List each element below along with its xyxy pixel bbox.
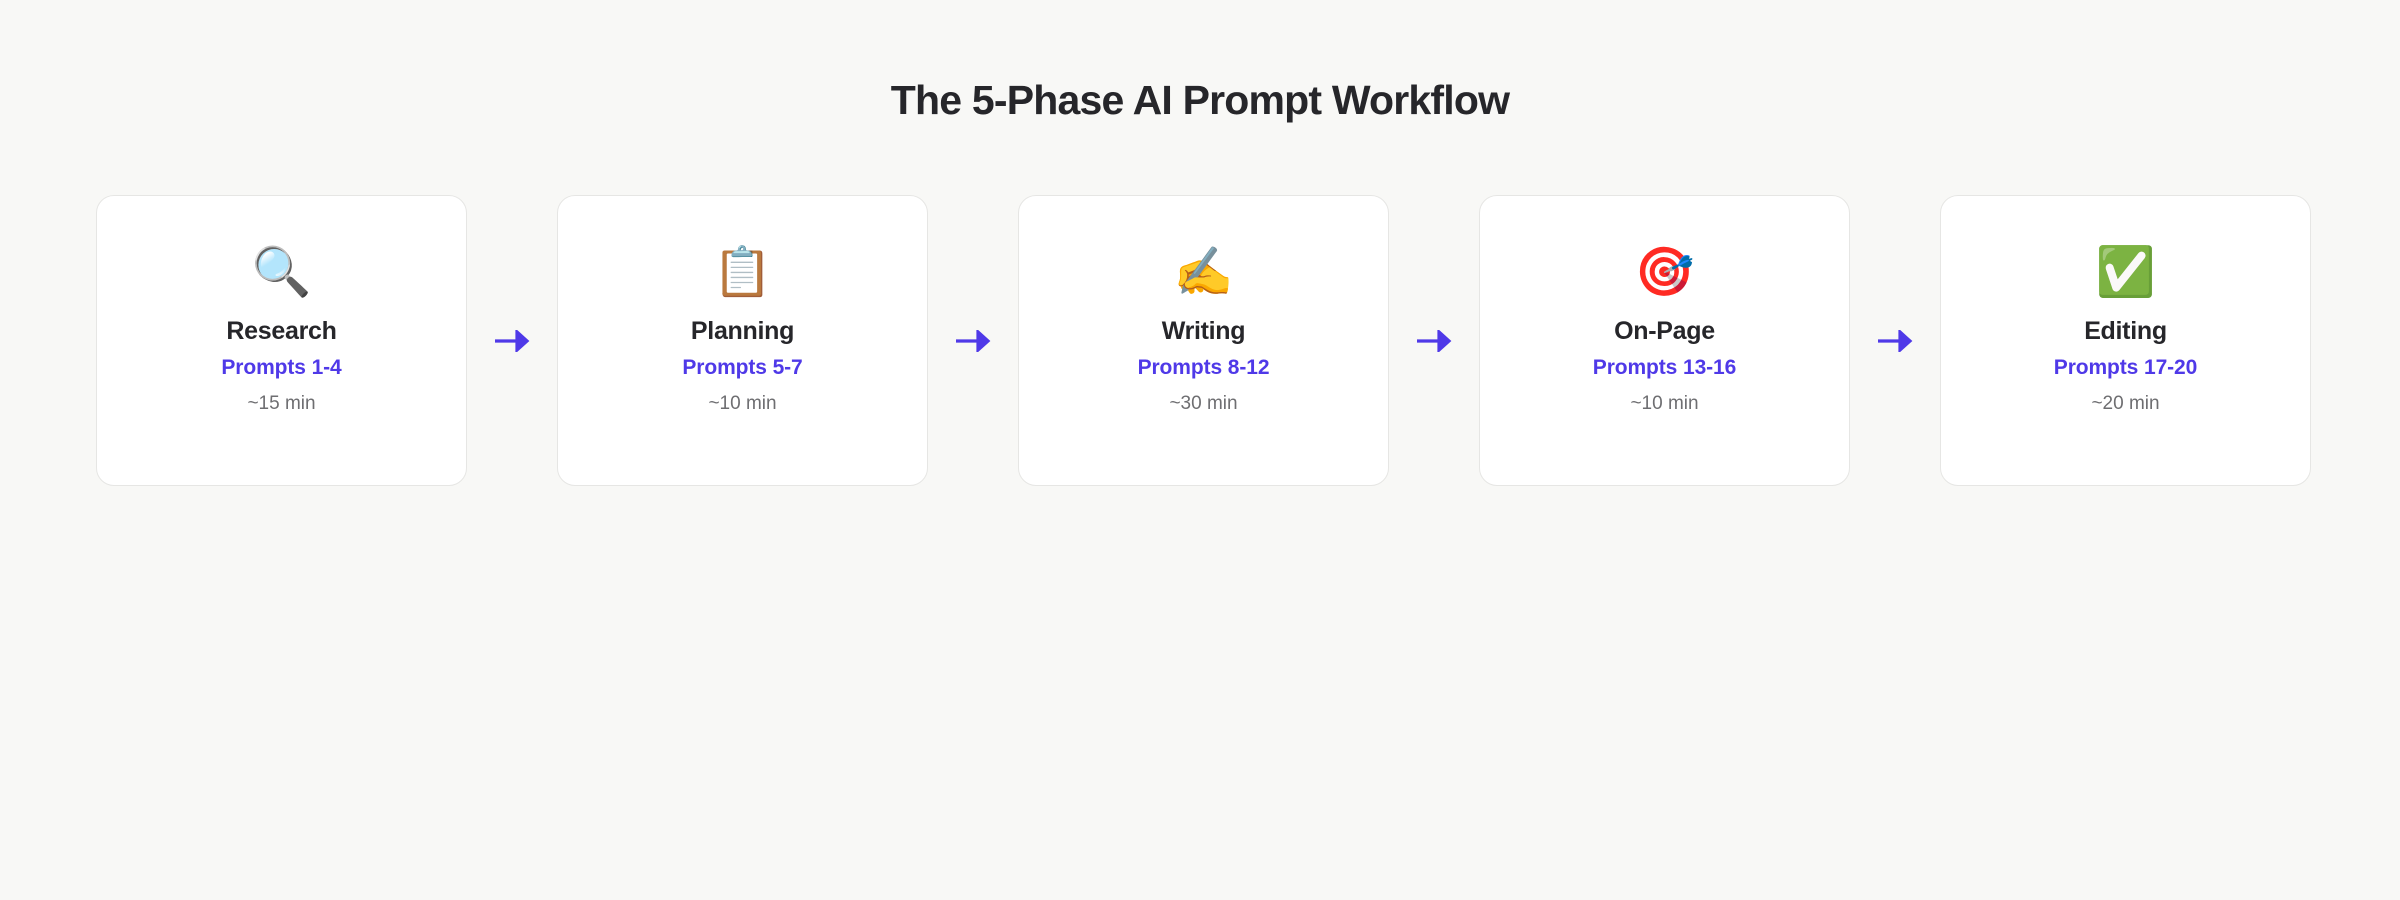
arrow-right-icon-2	[928, 329, 1018, 352]
phase-duration: ~10 min	[708, 393, 777, 414]
phase-prompt-range: Prompts 1-4	[221, 356, 342, 379]
phase-duration: ~20 min	[2091, 393, 2160, 414]
phase-duration: ~10 min	[1630, 393, 1699, 414]
phase-prompt-range: Prompts 17-20	[2053, 356, 2198, 379]
phase-duration: ~30 min	[1169, 393, 1238, 414]
green-check-mark-icon: ✅	[2095, 244, 2156, 300]
phase-name: Research	[226, 317, 337, 345]
phase-prompt-range: Prompts 8-12	[1137, 356, 1270, 379]
phase-name: Planning	[690, 317, 795, 345]
arrow-right-icon-3	[1389, 329, 1479, 352]
phase-card-on-page[interactable]: 🎯 On-Page Prompts 13-16 ~10 min	[1479, 195, 1850, 486]
phase-flow: 🔍 Research Prompts 1-4 ~15 min 📋 Plannin…	[96, 195, 2311, 486]
phase-prompt-range: Prompts 5-7	[682, 356, 803, 379]
phase-card-editing[interactable]: ✅ Editing Prompts 17-20 ~20 min	[1940, 195, 2311, 486]
arrow-right-icon-4	[1850, 329, 1940, 352]
magnifying-glass-icon: 🔍	[251, 244, 312, 300]
arrow-right-icon-1	[467, 329, 557, 352]
phase-duration: ~15 min	[247, 393, 316, 414]
phase-card-planning[interactable]: 📋 Planning Prompts 5-7 ~10 min	[557, 195, 928, 486]
phase-name: On-Page	[1614, 317, 1715, 345]
phase-name: Writing	[1161, 317, 1246, 345]
writing-hand-icon: ✍️	[1173, 244, 1234, 300]
page-title: The 5-Phase AI Prompt Workflow	[890, 77, 1510, 123]
target-dart-icon: 🎯	[1634, 244, 1695, 300]
phase-prompt-range: Prompts 13-16	[1592, 356, 1737, 379]
phase-name: Editing	[2084, 317, 2167, 345]
phase-card-research[interactable]: 🔍 Research Prompts 1-4 ~15 min	[96, 195, 467, 486]
phase-card-writing[interactable]: ✍️ Writing Prompts 8-12 ~30 min	[1018, 195, 1389, 486]
clipboard-icon: 📋	[712, 244, 773, 300]
